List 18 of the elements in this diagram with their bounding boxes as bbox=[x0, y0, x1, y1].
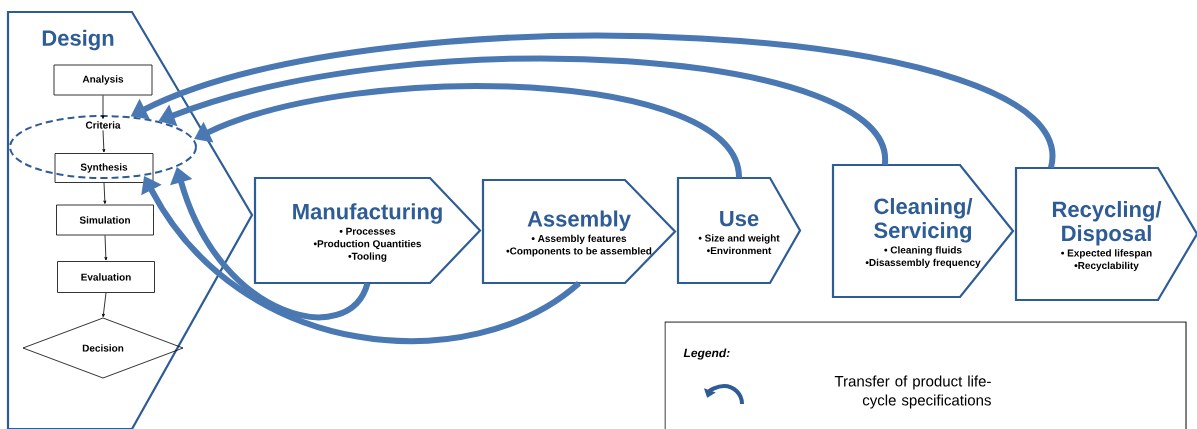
arrow bbox=[101, 95, 105, 119]
step-box: Simulation bbox=[56, 204, 154, 236]
arrow bbox=[104, 235, 108, 261]
stage-box: Cleaning/ Servicing • Cleaning fluids •Disassembly frequency bbox=[831, 163, 1015, 299]
arrow bbox=[101, 292, 107, 318]
arrow bbox=[102, 130, 106, 153]
legend-title: Legend: bbox=[683, 348, 730, 360]
legend-text: Transfer of product life-cycle specifications bbox=[834, 375, 991, 409]
arrow bbox=[103, 182, 107, 204]
step-box: Analysis bbox=[53, 64, 153, 96]
stage-box: Assembly • Assembly features •Components to be assembled bbox=[481, 178, 677, 285]
stage-box: Use • Size and weight •Environment bbox=[676, 176, 802, 285]
stage-box: Recycling/ Disposal • Expected lifespan •Recyclability bbox=[1014, 166, 1197, 302]
dashed-ellipse bbox=[9, 115, 197, 179]
step-box: Synthesis bbox=[54, 153, 154, 183]
step-box: Evaluation bbox=[57, 261, 155, 293]
stage-box: Manufacturing • Processes •Production Quantities •Tooling bbox=[253, 176, 482, 285]
step-label: Criteria bbox=[85, 121, 121, 129]
